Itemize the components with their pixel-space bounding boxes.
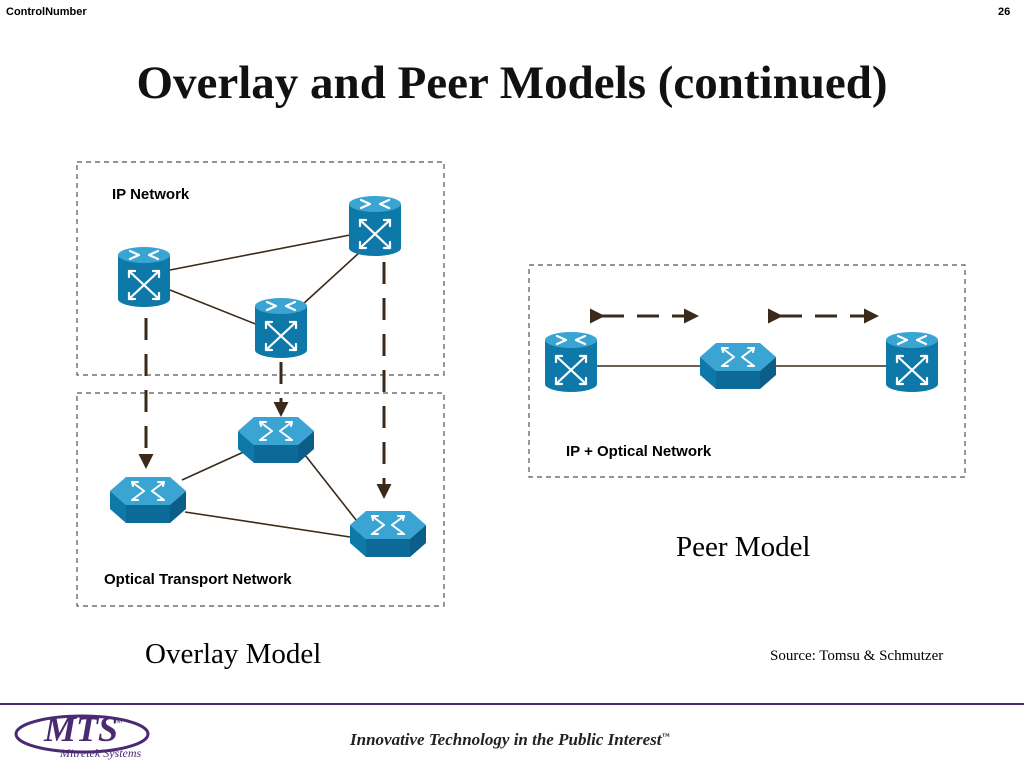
ip-network-frame — [76, 161, 445, 376]
page-title: Overlay and Peer Models (continued) — [136, 57, 888, 109]
source-citation: Source: Tomsu & Schmutzer — [770, 648, 944, 664]
peer-network-label: IP + Optical Network — [566, 443, 712, 460]
tagline-text: Innovative Technology in the Public Inte… — [350, 730, 662, 749]
router-icon — [543, 330, 599, 394]
mts-logo: MTS — [44, 709, 119, 749]
logo-trademark: TM — [112, 718, 123, 725]
optical-switch-icon — [109, 476, 187, 524]
logo-subtext: Mitretek Systems — [60, 746, 142, 760]
ip-network-label: IP Network — [112, 186, 190, 203]
router-icon — [884, 330, 940, 394]
overlay-model-caption: Overlay Model — [145, 638, 322, 670]
ip-links — [169, 234, 361, 326]
optical-network-frame — [76, 392, 445, 607]
router-icon — [116, 245, 172, 309]
router-icon — [253, 296, 309, 360]
optical-switch-icon — [699, 342, 777, 390]
optical-links — [181, 449, 361, 538]
tagline-trademark: ™ — [661, 731, 670, 741]
router-icon — [347, 194, 403, 258]
footer-tagline: Innovative Technology in the Public Inte… — [350, 730, 670, 750]
peer-model-caption: Peer Model — [676, 531, 811, 563]
page-number: 26 — [998, 6, 1011, 18]
optical-switch-icon — [349, 510, 427, 558]
header-control-number: ControlNumber — [6, 6, 87, 18]
footer-divider — [0, 703, 1024, 705]
peer-network-frame — [528, 264, 966, 478]
optical-switch-icon — [237, 416, 315, 464]
optical-network-label: Optical Transport Network — [104, 571, 292, 588]
overlay-dashed-arrows — [138, 262, 392, 499]
